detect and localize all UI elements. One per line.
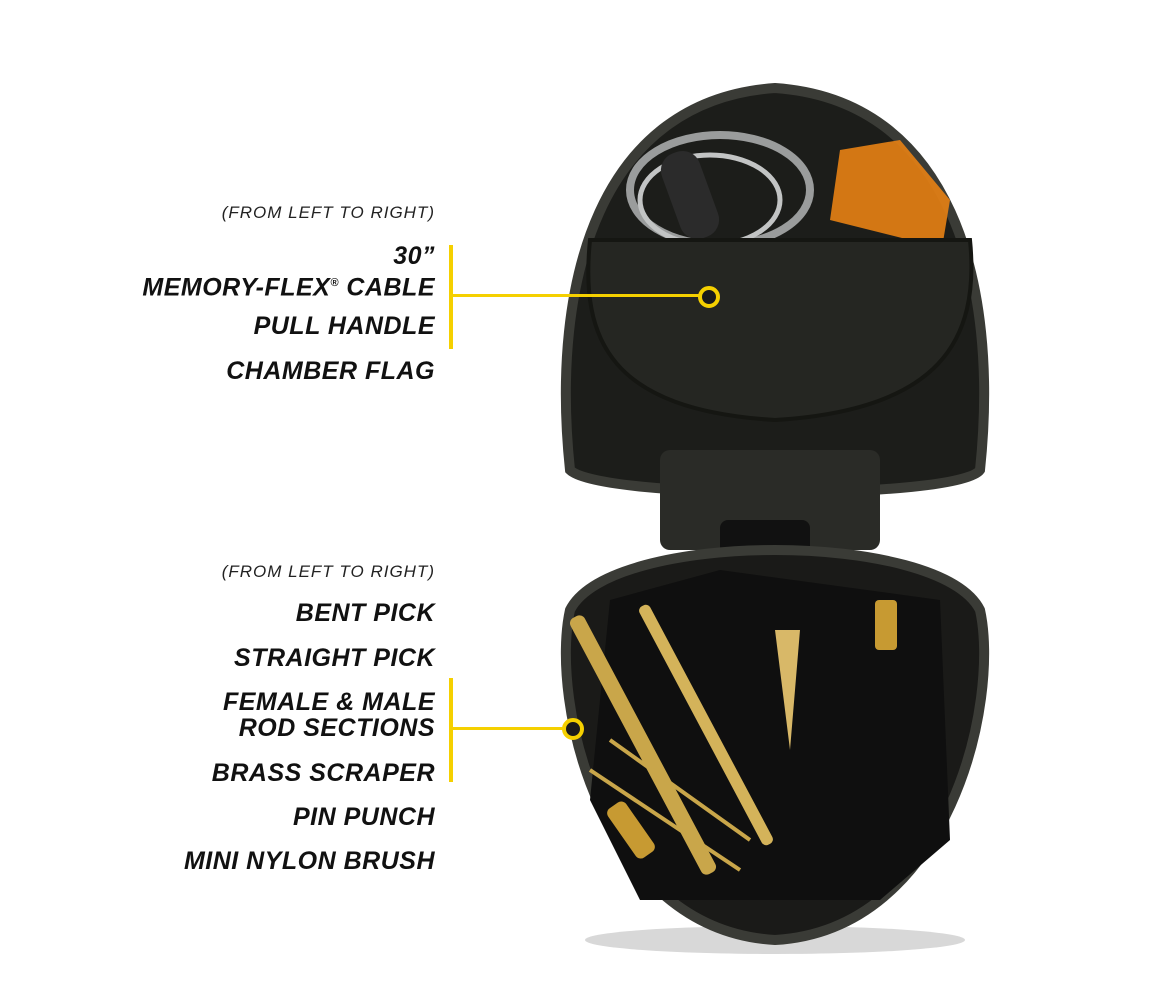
center-strap [660,450,880,550]
label-straight-pick: STRAIGHT PICK [234,644,435,672]
top-group-note: (FROM LEFT TO RIGHT) [221,203,435,222]
mesh-pocket [586,238,974,423]
label-pull-handle: PULL HANDLE [253,312,435,340]
top-callout-line [452,294,700,297]
label-cable-length: 30” [393,242,435,270]
straight-pick [608,738,752,842]
bottom-callout-line [452,727,564,730]
label-chamber-flag: CHAMBER FLAG [226,357,435,385]
bottom-callout-bracket [449,678,453,782]
label-brass-scraper: BRASS SCRAPER [211,759,435,787]
top-callout-bracket [449,245,453,349]
label-rod-sections: FEMALE & MALE ROD SECTIONS [222,688,435,742]
rod-section-1 [569,615,717,875]
top-callout-dot [698,286,720,308]
cable-text: CABLE [338,273,435,302]
label-mini-nylon-brush: MINI NYLON BRUSH [183,847,435,875]
label-memory-flex-cable: MEMORY-FLEX® CABLE [142,270,435,300]
chamber-flag [830,140,950,260]
pull-handle [660,150,720,240]
cleaning-kit-case-image [560,82,990,954]
nylon-brush [875,600,897,650]
bottom-group-note: (FROM LEFT TO RIGHT) [221,562,435,581]
pin-punch [607,801,655,859]
label-pin-punch: PIN PUNCH [292,803,435,831]
bottom-callout-dot [562,718,584,740]
rod-section-2 [639,604,773,846]
label-bent-pick: BENT PICK [295,599,435,627]
memory-flex-text: MEMORY-FLEX [142,273,331,302]
bent-pick [588,768,742,872]
brass-scraper [775,630,800,750]
registered-mark: ® [330,277,339,289]
